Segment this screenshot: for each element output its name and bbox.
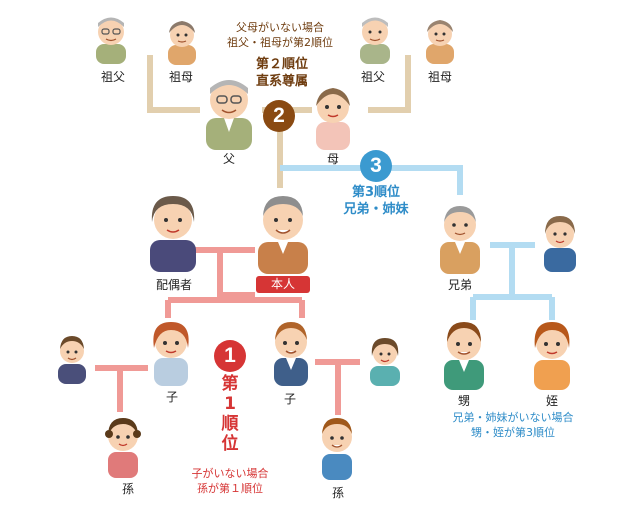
rank1-vertical-title: 第 1 順 位 [221,374,239,454]
father [196,72,262,150]
sibling-to-children-connector [470,245,555,320]
rank1-note: 子がいない場合 孫が第１順位 [191,467,269,495]
niece [528,318,576,390]
self-spouse-connector [217,250,255,298]
mother [308,82,358,150]
paternal-grandmother-label: 祖母 [168,70,193,84]
mother-label: 母 [326,152,339,166]
rank2-note: 父母がいない場合 祖父・祖母が第2順位 [227,21,333,49]
rank3-note: 兄弟・姉妹がいない場合 甥・姪が第3順位 [452,411,574,439]
paternal-grandparents-connector [147,55,200,113]
rank2-badge: 2 [263,100,295,132]
right-child-spouse-connector [315,359,360,415]
spouse-label: 配偶者 [155,278,192,292]
maternal-grandfather [352,12,398,64]
rank3-title: 第3順位 兄弟・姉妹 [343,185,409,217]
grandchild-left-label: 孫 [121,482,134,496]
child-left-spouse [52,332,92,384]
paternal-grandfather-label: 祖父 [100,70,125,84]
elder-man-icon [440,206,480,274]
nephew-label: 甥 [457,394,470,408]
elder-woman-icon [168,21,196,65]
woman-icon [150,196,196,272]
child-right-label: 子 [283,392,296,406]
paternal-grandmother [160,15,204,65]
woman-icon [544,216,576,272]
self [252,190,314,274]
elder-man-icon [206,80,252,150]
girl-icon [105,418,141,478]
paternal-grandfather [88,12,134,64]
maternal-grandmother-label: 祖母 [427,70,452,84]
maternal-grandparents-connector [368,55,411,113]
elder-man-icon [360,17,390,64]
child-left-label: 子 [165,390,178,404]
rank3-badge: 3 [360,150,392,182]
child-left [146,318,196,386]
woman-icon [153,322,189,386]
self-label: 本人 [256,276,310,293]
woman-icon [534,322,570,390]
boy-icon [322,418,352,480]
father-label: 父 [222,152,235,166]
elder-woman-icon [426,20,454,64]
elder-man-icon [96,17,126,64]
grandchild-right-label: 孫 [331,486,344,500]
man-icon [258,196,308,274]
spouse [142,190,204,272]
left-child-spouse-connector [95,365,148,412]
sibling-spouse [538,212,582,272]
grandchild-right [314,412,360,480]
children-connector [165,295,305,318]
niece-label: 姪 [545,394,558,408]
nephew [438,318,490,390]
child-right [268,318,314,386]
rank2-title: 第２順位 直系尊属 [255,57,308,89]
maternal-grandmother [418,14,462,64]
sibling [434,200,486,274]
sibling-label: 兄弟 [447,278,472,292]
parents-to-sibling-connector [280,165,463,195]
child-right-spouse [364,334,406,386]
grandchild-left [100,412,146,478]
man-icon [58,336,86,384]
man-icon [444,322,484,390]
woman-icon [370,338,400,386]
man-icon [274,322,308,386]
elder-woman-icon [316,88,350,150]
rank1-badge: 1 [214,340,246,372]
maternal-grandfather-label: 祖父 [360,70,385,84]
